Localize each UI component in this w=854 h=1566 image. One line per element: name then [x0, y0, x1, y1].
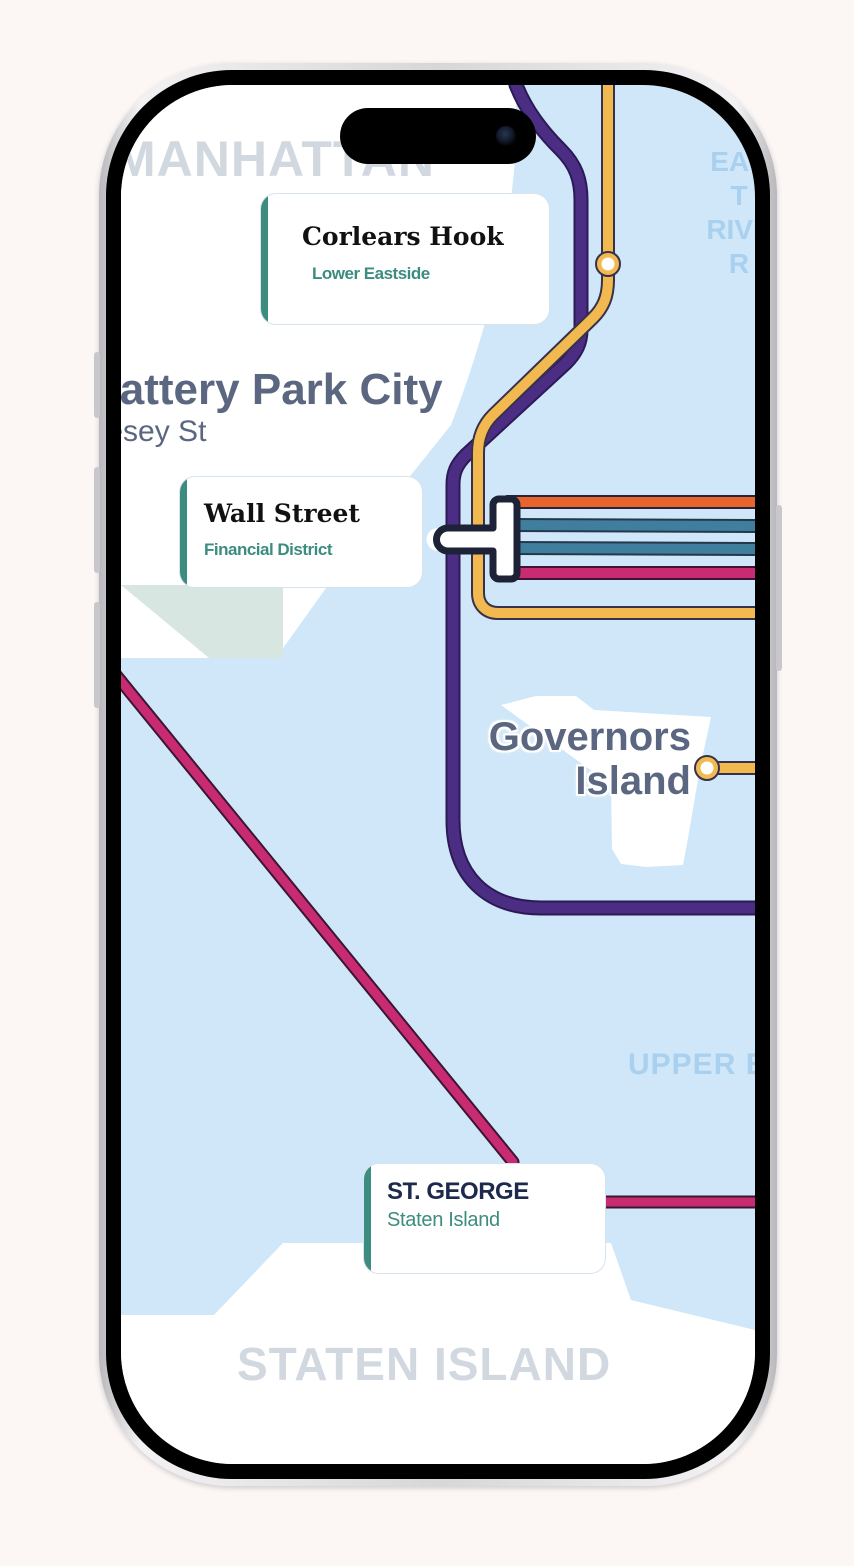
volume-down-button	[94, 602, 100, 708]
stop-name: ST. GEORGE	[387, 1178, 529, 1205]
battery-park-green	[121, 585, 283, 658]
stop-name: Corlears Hook	[302, 222, 504, 251]
card-accent-bar	[261, 194, 268, 324]
stop-card-corlears-hook[interactable]: Corlears Hook Lower Eastside	[260, 193, 550, 325]
governors-island-label: Governors Island	[481, 715, 691, 803]
route-purple	[445, 85, 755, 916]
volume-up-button	[94, 467, 100, 573]
governors-line-1: Governors	[488, 715, 691, 759]
card-accent-bar	[180, 477, 187, 587]
map-screen[interactable]: MANHATTAN Battery Park City Vesey St EAS…	[121, 85, 755, 1464]
action-button	[94, 352, 100, 418]
ferry-route-map	[121, 85, 755, 1464]
route-magenta	[121, 566, 755, 1209]
stop-area: Staten Island	[387, 1209, 500, 1231]
governors-island-land	[501, 696, 711, 867]
card-accent-bar	[364, 1164, 371, 1273]
route-teal	[505, 518, 755, 556]
stop-area: Lower Eastside	[312, 264, 430, 283]
battery-park-city-label: Battery Park City	[121, 365, 443, 414]
power-button	[776, 505, 782, 671]
stop-marker-wall-street	[426, 495, 521, 583]
front-camera-icon	[496, 126, 516, 146]
east-river-text: EAST RIVER	[706, 146, 755, 279]
east-river-label: EAST RIVER	[706, 145, 755, 281]
staten-island-land	[121, 1243, 755, 1464]
upper-bay-label: UPPER BAY	[628, 1048, 755, 1081]
stop-card-wall-street[interactable]: Wall Street Financial District	[179, 476, 423, 588]
staten-island-label: STATEN ISLAND	[237, 1338, 612, 1390]
governors-line-2: Island	[575, 759, 691, 803]
stop-card-st-george[interactable]: ST. GEORGE Staten Island	[363, 1163, 606, 1274]
stop-name: Wall Street	[204, 499, 360, 528]
vesey-st-label: Vesey St	[121, 415, 207, 448]
stop-area: Financial District	[204, 540, 332, 559]
